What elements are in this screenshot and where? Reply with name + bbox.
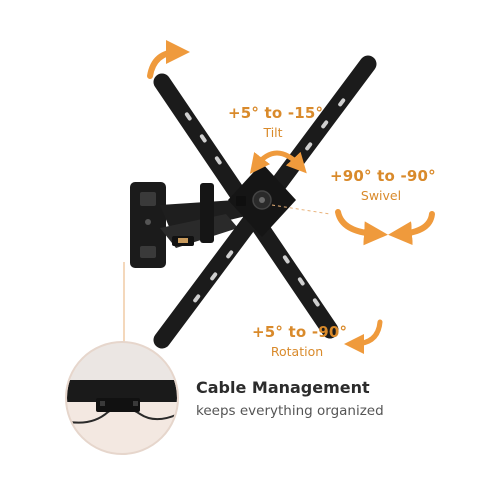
cable-management-subtitle: keeps everything organized: [196, 403, 384, 419]
swivel-range-value: +90° to -90°: [330, 167, 436, 185]
rotation-spec: +5° to -90° Rotation: [252, 323, 348, 359]
wall-plate: [130, 182, 166, 268]
swivel-arrows-icon: [271, 204, 435, 246]
rotation-arrow-icon: [344, 319, 383, 354]
swivel-spec: +90° to -90° Swivel: [330, 167, 436, 203]
swivel-caption: Swivel: [360, 188, 402, 203]
articulating-arm: [160, 183, 246, 248]
cable-management-title: Cable Management: [196, 378, 370, 397]
cable-management-callout: Cable Management keeps everything organi…: [196, 378, 384, 419]
tilt-arrows-icon: [249, 150, 307, 174]
tilt-range-value: +5° to -15°: [228, 104, 324, 122]
rotation-caption: Rotation: [270, 344, 324, 359]
rotation-range-value: +5° to -90°: [252, 323, 348, 341]
tilt-caption: Tilt: [263, 125, 283, 140]
tilt-spec: +5° to -15° Tilt: [228, 104, 324, 140]
x-bracket: [153, 55, 377, 349]
cable-management-zoom: [65, 341, 179, 455]
rotate-arrow-icon: [147, 40, 190, 79]
